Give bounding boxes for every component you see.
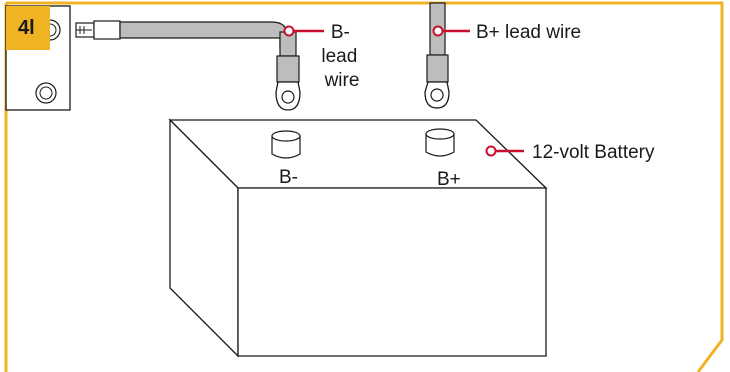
step-badge: 4l <box>6 6 50 50</box>
battery-label: 12-volt Battery <box>532 142 655 163</box>
b-plus-lead-wire-label: B+ lead wire <box>476 22 581 43</box>
b-minus-label-line-3: wire <box>324 70 360 91</box>
callout-b-plus <box>432 25 470 37</box>
terminal-post-plus <box>425 128 455 157</box>
step-label: 4l <box>18 17 35 39</box>
b-minus-lead-wire-label: B- lead wire <box>321 22 362 91</box>
terminal-post-minus <box>271 130 301 159</box>
battery <box>168 118 548 358</box>
callout-battery <box>485 145 524 157</box>
b-minus-lead-wire <box>75 20 301 111</box>
b-plus-lead-wire <box>424 2 450 109</box>
callout-b-minus <box>283 25 324 37</box>
terminal-minus-label: B- <box>279 167 298 188</box>
b-minus-label-line-2: lead <box>321 46 357 67</box>
b-minus-label-line-1: B- <box>331 22 350 43</box>
terminal-plus-label: B+ <box>437 169 461 190</box>
